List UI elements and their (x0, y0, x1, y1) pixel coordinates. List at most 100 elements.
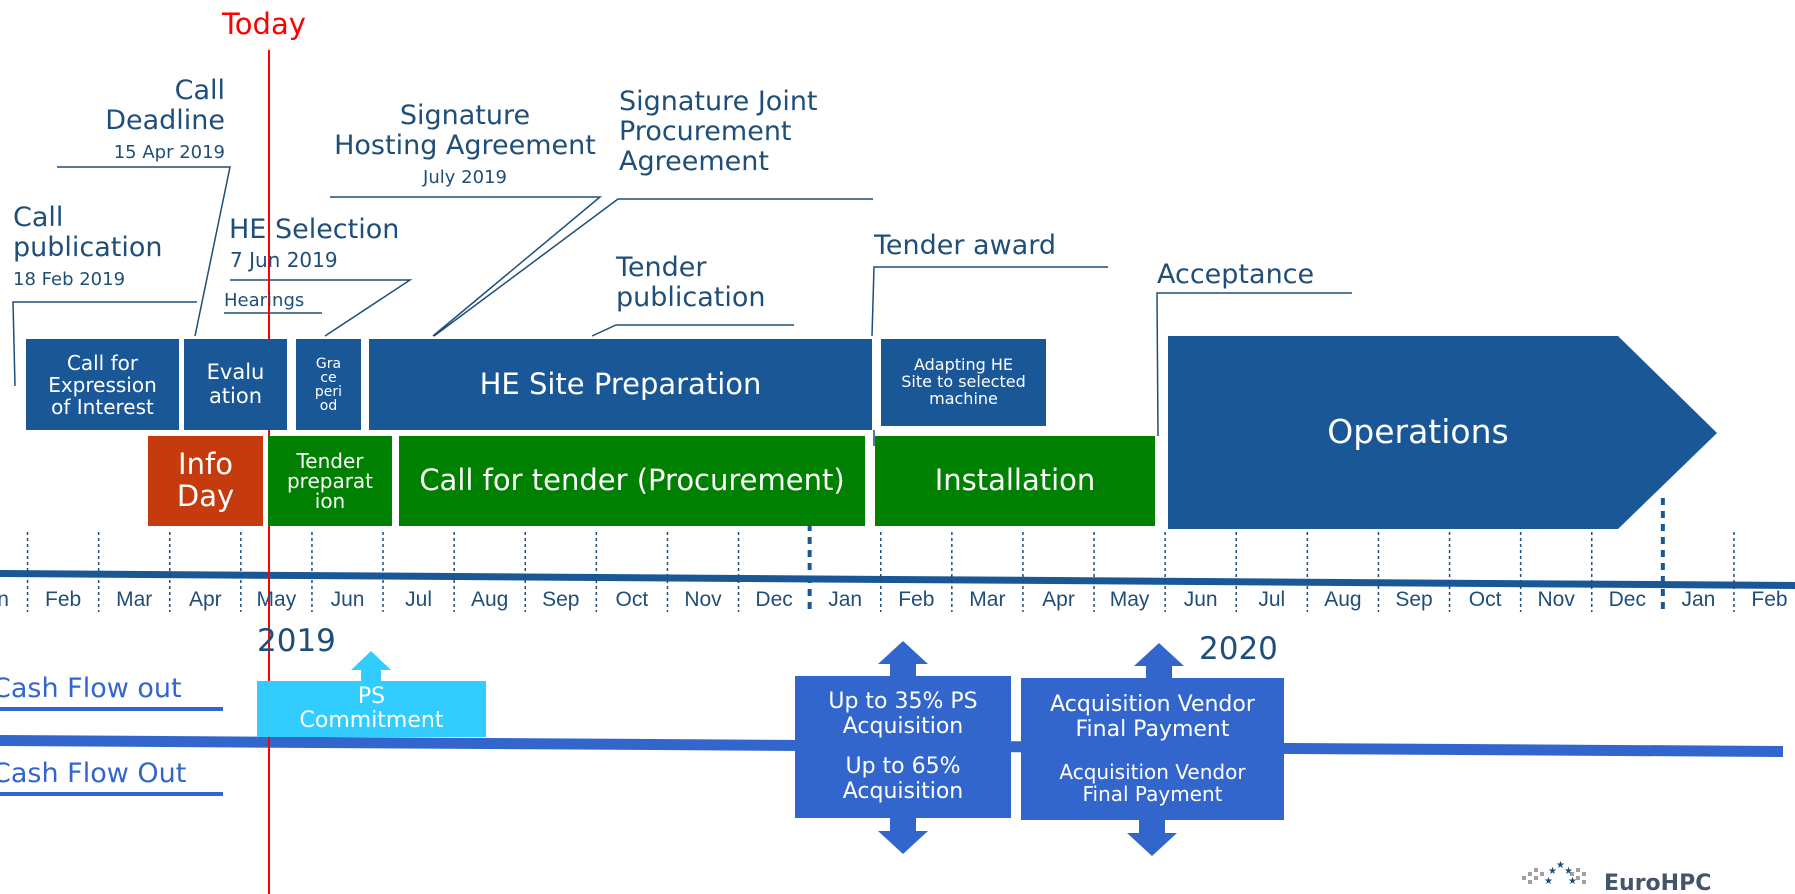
ps-commitment-box: PS Commitment (257, 681, 486, 737)
phase-operations: Operations (1327, 412, 1509, 452)
month-label: Oct (1468, 588, 1502, 611)
phase-adapting-line2: Site to selected (901, 372, 1026, 392)
phase-he-site-prep: HE Site Preparation (369, 339, 872, 430)
ps-commitment-arrow (351, 651, 391, 681)
phase-info-day-line1: Info (178, 447, 233, 482)
cashflow-row1-label: Cash Flow out (0, 673, 182, 704)
acq-65-line1: Up to 65% (845, 754, 961, 780)
call-deadline-line2: Deadline (105, 105, 225, 137)
vendor-final-2-line1: Acquisition Vendor (1059, 759, 1246, 784)
vendor-arrow-up (1134, 643, 1184, 678)
month-label: Oct (615, 588, 649, 611)
vendor-final-1-line2: Final Payment (1075, 716, 1230, 742)
svg-text:★: ★ (1564, 866, 1573, 877)
month-label: Jun (1183, 588, 1218, 611)
call-deadline-date: 15 Apr 2019 (113, 142, 225, 163)
call-deadline-leader (57, 166, 231, 337)
call-publication-line1: Call (13, 202, 64, 233)
vendor-final-1-line1: Acquisition Vendor (1050, 692, 1255, 718)
call-publication-leader (12, 301, 197, 387)
phase-grace-period: Gra ce peri od (296, 339, 361, 430)
phase-call-eoi-line3: of Interest (51, 394, 154, 419)
acq-65-group: Up to 65% Acquisition (842, 754, 964, 804)
he-selection-date: 7 Jun 2019 (230, 248, 338, 272)
vendor-arrow-down (1127, 820, 1177, 856)
phase-info-day-line2: Day (176, 479, 235, 513)
call-publication-line2: publication (13, 232, 163, 264)
signature-joint-leader (433, 198, 873, 337)
vendor-final-2-line2: Final Payment (1082, 781, 1223, 806)
tender-publication-leader (591, 324, 794, 337)
svg-text:★: ★ (1556, 860, 1565, 871)
phase-evaluation-line1: Evalu (206, 360, 265, 385)
acq-65-line2: Acquisition (842, 778, 964, 804)
month-label: Sep (1395, 588, 1433, 611)
phase-evaluation-line2: ation (208, 383, 263, 408)
eurohpc-logo-text: EuroHPC (1604, 871, 1712, 894)
phase-call-eoi-line1: Call for (66, 350, 139, 375)
tender-award-leader (871, 266, 1108, 337)
month-label: Jan (828, 588, 863, 611)
vendor-final-box: Acquisition Vendor Final Payment Acquisi… (1021, 678, 1284, 820)
ps-commitment-line2: Commitment (299, 708, 444, 733)
tender-award-title: Tender award (874, 230, 1056, 261)
month-label: Apr (188, 588, 222, 611)
call-deadline-line1: Call (174, 75, 225, 106)
month-label: Jul (405, 588, 433, 611)
month-label: Dec (1608, 588, 1646, 611)
timeline-axis (0, 570, 1795, 589)
operations-arrow (1168, 336, 1717, 529)
signature-hosting-line1: Signature (399, 100, 531, 131)
acq-35-line1: Up to 35% PS (828, 689, 978, 715)
acq-35-group: Up to 35% PS Acquisition (828, 689, 978, 739)
vendor-final-1-group: Acquisition Vendor Final Payment (1050, 692, 1255, 742)
signature-joint-line3: Agreement (619, 146, 769, 178)
signature-hosting-date: July 2019 (423, 167, 507, 188)
phase-adapting-line1: Adapting HE (913, 355, 1014, 375)
phase-adapting-line3: machine (929, 388, 998, 408)
tender-publication-title: Tender publication (616, 252, 766, 313)
phase-adapting: Adapting HE Site to selected machine (881, 339, 1046, 426)
month-label: Feb (45, 588, 82, 611)
phase-tender-prep-line3: ion (314, 489, 346, 513)
phase-grace-line1: Gra (315, 355, 342, 372)
call-publication-date: 18 Feb 2019 (13, 269, 126, 290)
phase-tender-prep-line2: preparat (286, 469, 374, 493)
hearings-label: Hearings (224, 290, 305, 311)
signature-joint-title: Signature Joint Procurement Agreement (619, 86, 818, 178)
phase-call-for-tender: Call for tender (Procurement) (399, 436, 865, 526)
phase-grace-line4: od (319, 397, 338, 414)
signature-joint-line1: Signature Joint (619, 86, 818, 117)
vendor-final-2-group: Acquisition Vendor Final Payment (1059, 761, 1245, 805)
cashflow-row2-label: Cash Flow Out (0, 758, 187, 789)
he-selection-title: HE Selection (229, 214, 400, 245)
month-label: Feb (1751, 588, 1788, 611)
signature-hosting-leader (330, 196, 603, 337)
phase-call-eoi-line2: Expression (48, 372, 157, 397)
month-label: Jun (330, 588, 365, 611)
month-label: Mar (969, 588, 1006, 611)
eurohpc-logo: ★ ★ ★ ★ ★ EuroHPC (1518, 858, 1795, 894)
phase-tender-prep-line1: Tender (296, 449, 364, 473)
ps-commitment-line1: PS (357, 683, 386, 709)
acceptance-leader (1156, 292, 1352, 437)
year-2020: 2020 (1199, 631, 1278, 667)
month-label: May (256, 588, 297, 611)
eurohpc-logo-mark: ★ ★ ★ ★ ★ (1522, 860, 1586, 887)
acceptance-title: Acceptance (1157, 259, 1315, 290)
month-label: Jul (1258, 588, 1286, 611)
phase-evaluation: Evalu ation (184, 339, 287, 430)
phase-installation: Installation (875, 436, 1155, 526)
call-publication-title: Call publication (13, 202, 163, 264)
month-label: Nov (684, 588, 722, 611)
acq-35-box: Up to 35% PS Acquisition Up to 65% Acqui… (795, 676, 1011, 818)
month-label: May (1109, 588, 1150, 611)
phase-info-day: Info Day (148, 436, 263, 526)
month-label: Feb (898, 588, 935, 611)
svg-text:★: ★ (1568, 876, 1577, 887)
signature-hosting-line2: Hosting Agreement (334, 130, 596, 162)
tender-publication-line1: Tender (616, 252, 707, 283)
phase-grace-line2: ce (320, 369, 337, 386)
signature-hosting-title: Signature Hosting Agreement (330, 100, 600, 162)
